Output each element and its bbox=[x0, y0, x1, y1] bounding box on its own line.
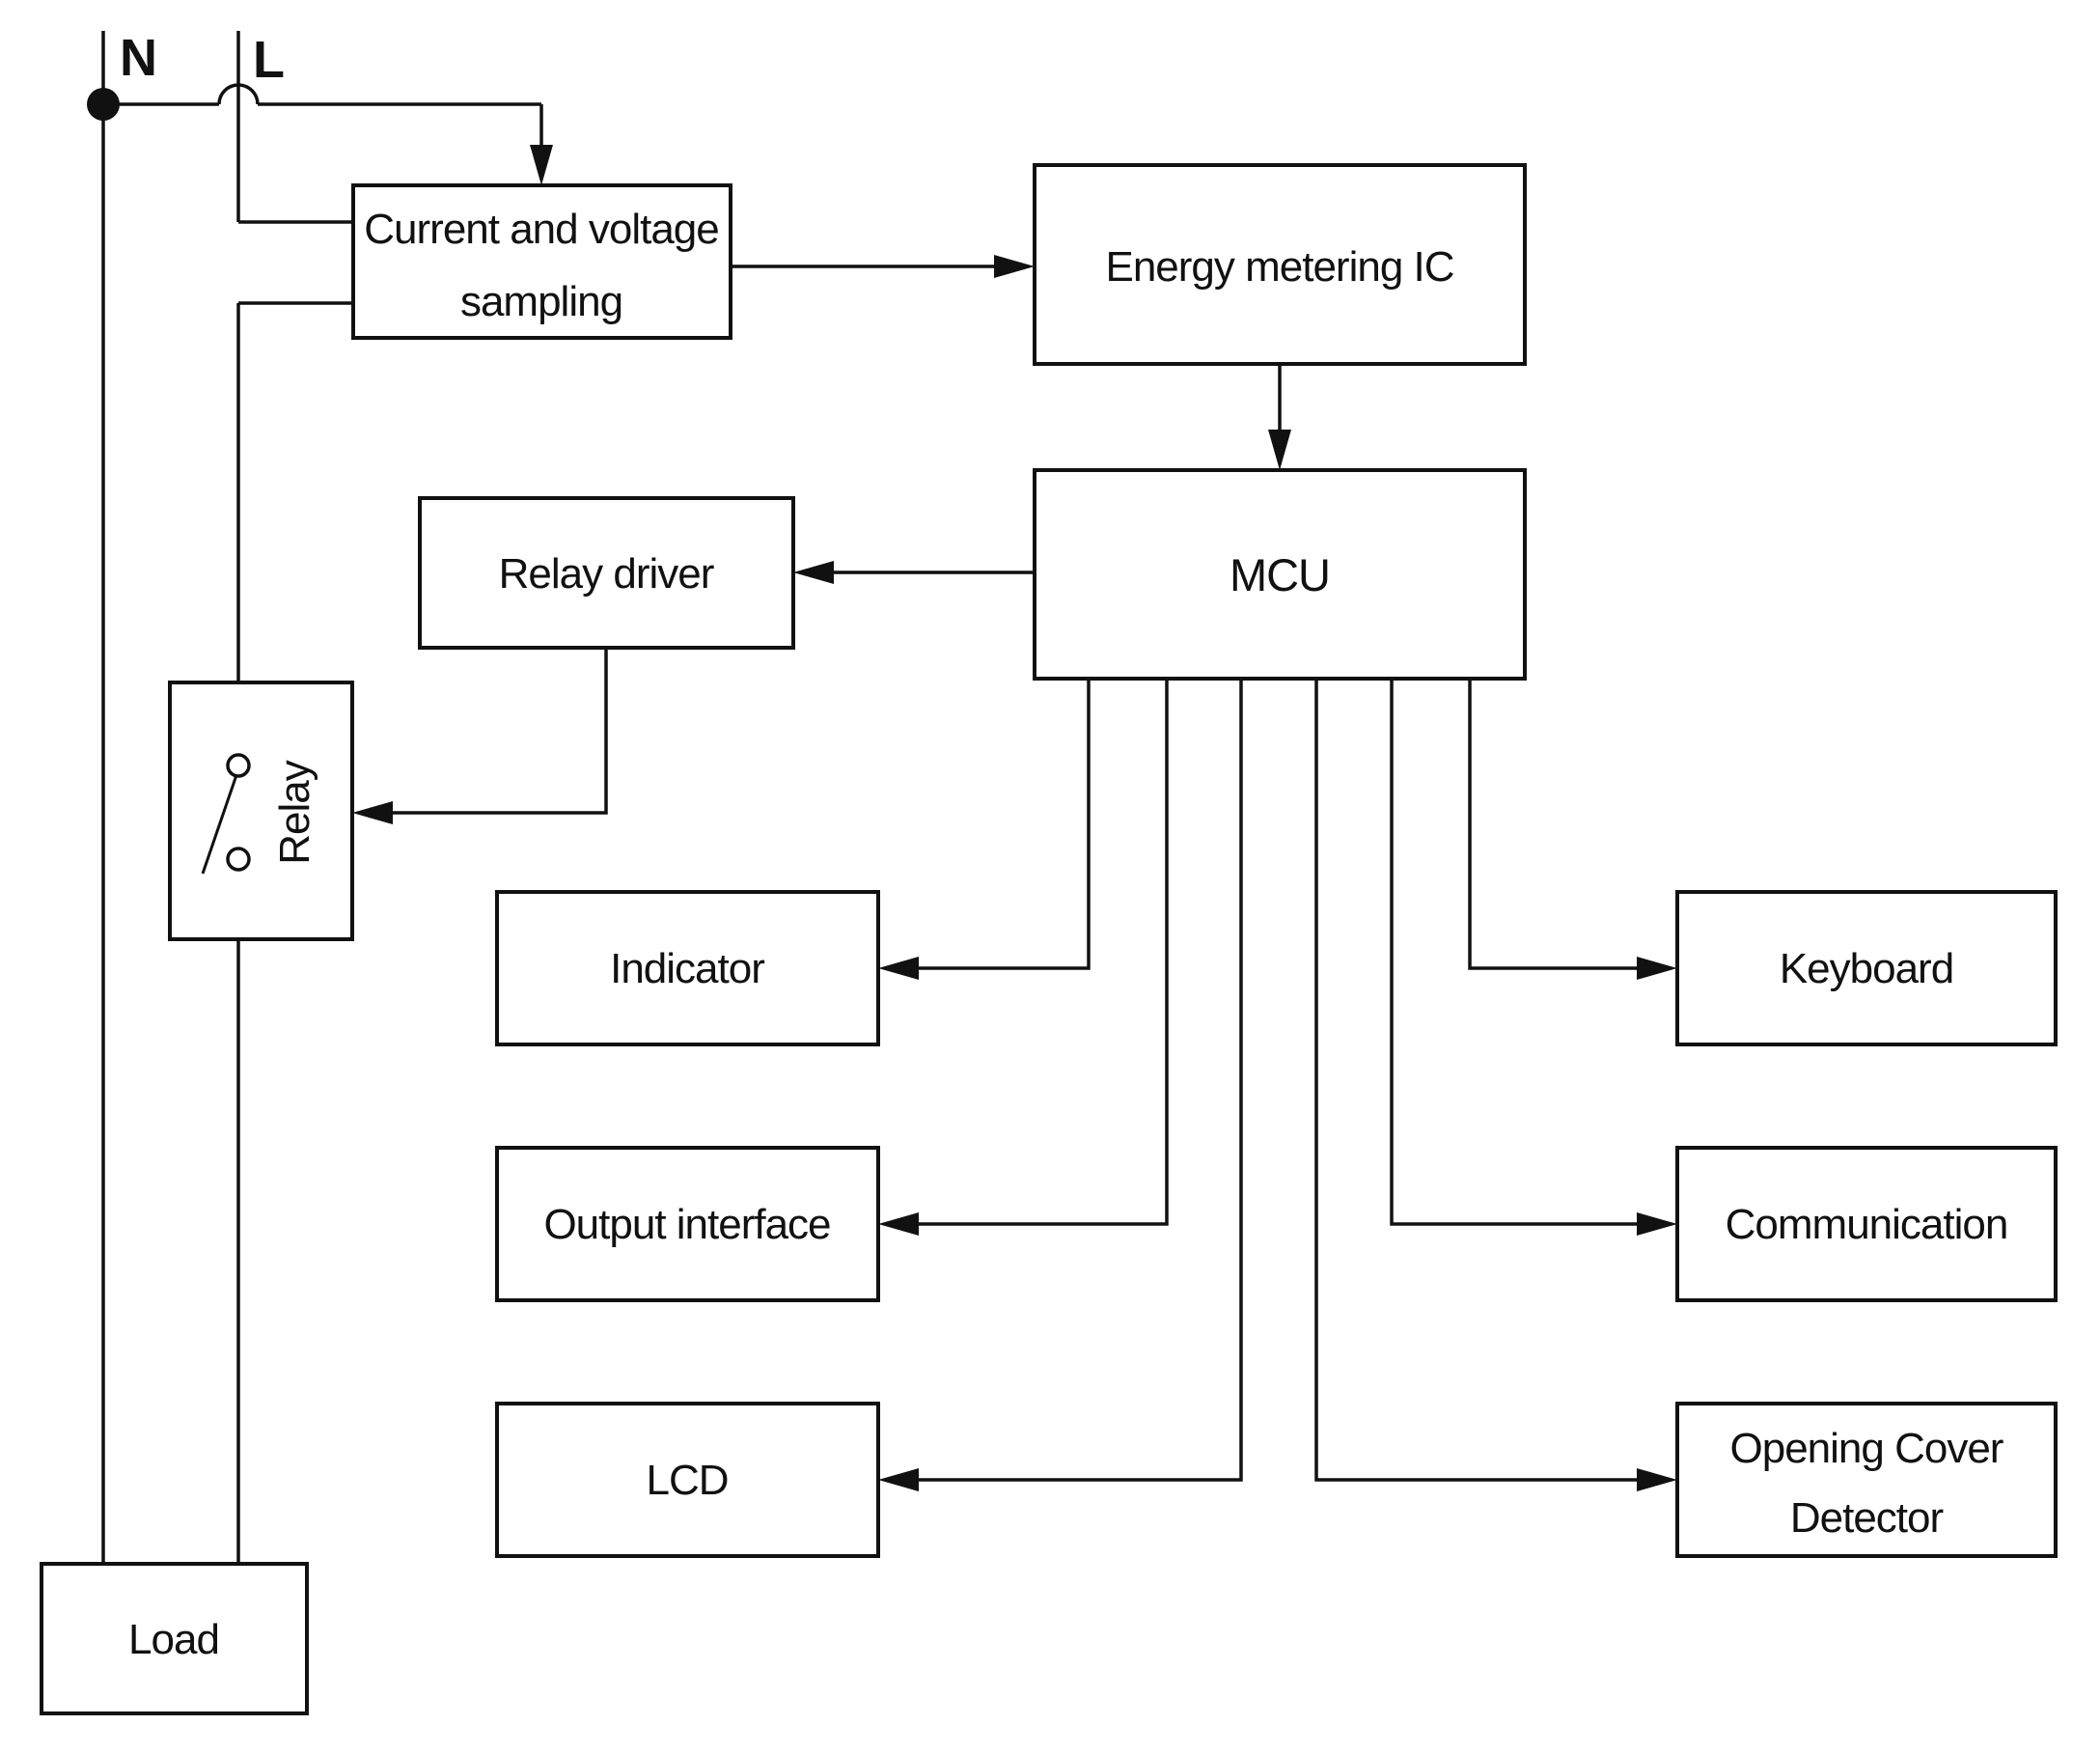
relay-label: Relay bbox=[271, 760, 318, 864]
energy-metering-ic-label: Energy metering IC bbox=[1105, 243, 1453, 291]
arrow-into-energy-ic bbox=[994, 255, 1035, 278]
relay-driver-label: Relay driver bbox=[499, 550, 714, 598]
keyboard-label: Keyboard bbox=[1780, 945, 1953, 992]
communication-label: Communication bbox=[1726, 1201, 2008, 1248]
arrow-into-relay bbox=[352, 801, 393, 824]
arrow-into-communication bbox=[1637, 1212, 1677, 1236]
energy-metering-ic-block bbox=[1033, 163, 1527, 366]
arrow-into-lcd bbox=[878, 1468, 919, 1491]
crossover-hop bbox=[217, 83, 260, 105]
keyboard-block bbox=[1675, 890, 2058, 1046]
opening-cover-detector-block bbox=[1675, 1402, 2058, 1558]
output-interface-block bbox=[495, 1146, 880, 1302]
wire-mcu-to-keyboard bbox=[1468, 679, 1639, 970]
mcu-fanout-wiring bbox=[878, 679, 1677, 1491]
wiring bbox=[87, 31, 553, 1564]
live-terminal-label: L bbox=[253, 31, 285, 89]
sampling-label-line2: sampling bbox=[460, 278, 622, 325]
opening-cover-detector-label-line2: Detector bbox=[1790, 1494, 1944, 1542]
sampling-block bbox=[351, 183, 732, 340]
sampling-label-line1: Current and voltage bbox=[364, 206, 718, 253]
switch-terminal-lower bbox=[226, 847, 251, 872]
load-label: Load bbox=[128, 1616, 219, 1663]
switch-blade bbox=[201, 774, 238, 875]
relay-driver-block bbox=[418, 496, 795, 650]
arrow-into-output-interface bbox=[878, 1212, 919, 1236]
output-interface-label: Output interface bbox=[543, 1201, 830, 1248]
wire-mcu-to-output-interface bbox=[917, 679, 1169, 1226]
arrow-into-mcu bbox=[1268, 430, 1291, 470]
indicator-label: Indicator bbox=[610, 945, 764, 992]
wire-mcu-to-lcd bbox=[917, 679, 1243, 1482]
lcd-label: LCD bbox=[646, 1457, 728, 1504]
communication-block bbox=[1675, 1146, 2058, 1302]
switch-terminal-upper bbox=[226, 753, 251, 778]
arrow-into-sampling bbox=[530, 145, 553, 185]
wire-mcu-to-opening-cover bbox=[1314, 679, 1639, 1482]
lcd-block bbox=[495, 1402, 880, 1558]
mcu-label: MCU bbox=[1230, 549, 1330, 600]
indicator-block bbox=[495, 890, 880, 1046]
wire-relay-driver-to-relay bbox=[391, 648, 608, 815]
opening-cover-detector-label-line1: Opening Cover bbox=[1730, 1425, 2003, 1472]
arrow-into-keyboard bbox=[1637, 957, 1677, 980]
arrow-into-indicator bbox=[878, 957, 919, 980]
arrow-into-opening-cover bbox=[1637, 1468, 1677, 1491]
load-block bbox=[40, 1562, 309, 1715]
wire-mcu-to-indicator bbox=[917, 679, 1091, 970]
arrow-into-relay-driver bbox=[793, 561, 834, 584]
relay-block bbox=[168, 681, 354, 941]
wire-mcu-to-communication bbox=[1390, 679, 1639, 1226]
junction-dot bbox=[87, 88, 120, 121]
neutral-terminal-label: N bbox=[120, 29, 157, 87]
